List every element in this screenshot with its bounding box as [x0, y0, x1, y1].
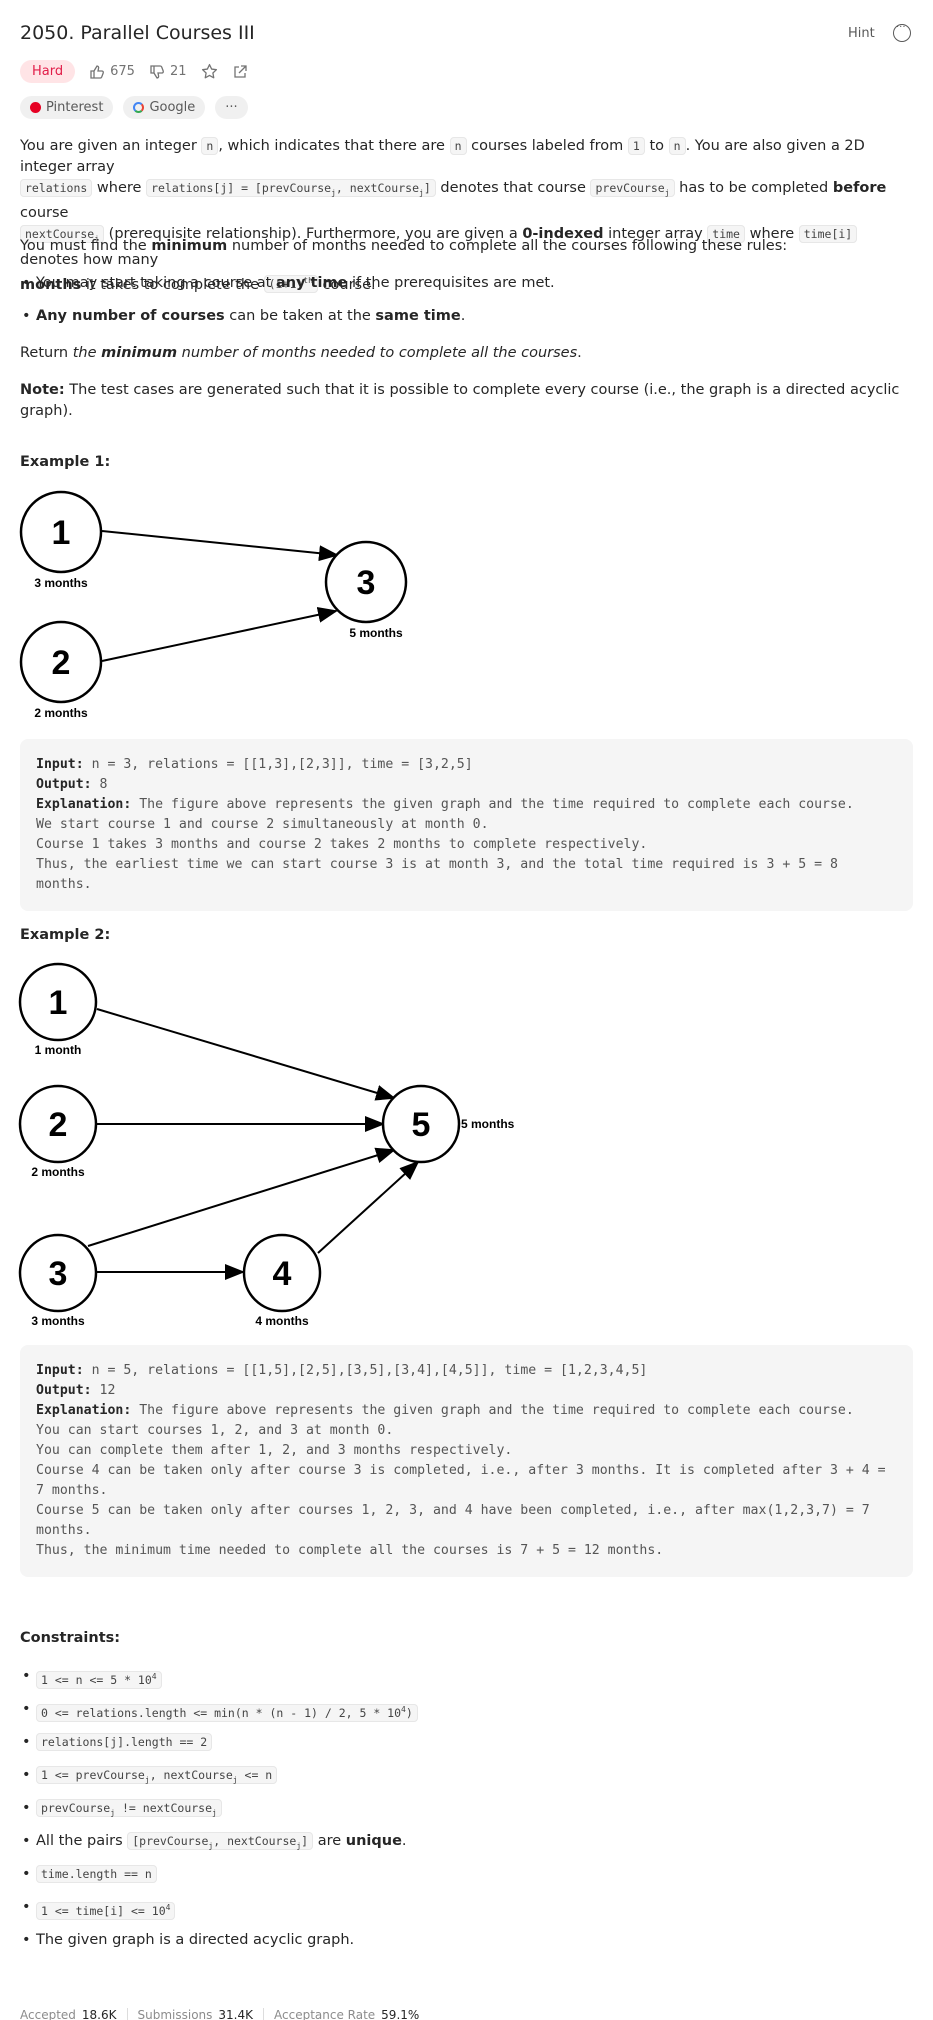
note-paragraph: Note: The test cases are generated such …	[20, 382, 900, 419]
example-2-graph: 1 1 month 2 2 months 3 3 months 4 4 mont…	[18, 962, 515, 1328]
node-4-time: 4 months	[255, 1314, 309, 1328]
constraints-heading: Constraints:	[20, 1630, 121, 1646]
node-1	[18, 962, 98, 1042]
edge-3-5	[87, 1147, 396, 1247]
rule-item: You may start taking a course at any tim…	[22, 273, 555, 294]
node-1-time: 3 months	[34, 576, 88, 590]
like-count: 675	[110, 64, 135, 79]
pinterest-icon	[30, 102, 41, 113]
google-icon	[133, 102, 145, 113]
share-icon	[233, 64, 247, 78]
constraint-item: prevCoursej != nextCoursej	[22, 1798, 222, 1823]
example-2-block: Input: n = 5, relations = [[1,5],[2,5],[…	[20, 1345, 913, 1577]
thumbs-down-icon	[150, 64, 164, 79]
node-3	[18, 1233, 98, 1313]
node-1-label: 1	[49, 984, 68, 1022]
example-1-block: Input: n = 3, relations = [[1,3],[2,3]],…	[20, 739, 913, 911]
description-paragraph-2: You must find the minimum number of mont…	[20, 238, 788, 254]
constraint-item: All the pairs [prevCoursej, nextCoursej]…	[22, 1831, 407, 1856]
node-2-time: 2 months	[31, 1165, 85, 1179]
constraint-item: 0 <= relations.length <= min(n * (n - 1)…	[22, 1699, 418, 1724]
difficulty-badge: Hard	[20, 60, 76, 83]
constraint-item: 1 <= prevCoursej, nextCoursej <= n	[22, 1765, 278, 1790]
company-tags: Pinterest Google ···	[20, 96, 248, 119]
rule-item: Any number of courses can be taken at th…	[22, 306, 465, 327]
edge-2-3	[101, 606, 338, 662]
node-5-label: 5	[412, 1106, 431, 1144]
node-3-time: 3 months	[31, 1314, 85, 1328]
constraint-item: time.length == n	[22, 1864, 157, 1885]
node-2-time: 2 months	[34, 706, 88, 720]
node-1-time: 1 month	[35, 1043, 82, 1057]
problem-meta: Hard 675 21	[20, 59, 248, 84]
like-button[interactable]: 675	[89, 64, 135, 80]
favorite-button[interactable]	[201, 63, 218, 80]
node-2-label: 2	[49, 1106, 68, 1144]
tag-google[interactable]: Google	[123, 96, 206, 119]
example-1-heading: Example 1:	[20, 454, 111, 470]
constraint-item: 1 <= n <= 5 * 104	[22, 1666, 162, 1691]
tag-more[interactable]: ···	[215, 96, 248, 119]
node-2-label: 2	[52, 644, 71, 682]
problem-title: 2050. Parallel Courses III	[20, 22, 255, 44]
constraint-item: relations[j].length == 2	[22, 1732, 213, 1753]
edge-4-5	[317, 1160, 420, 1254]
star-icon	[201, 63, 217, 79]
node-3-label: 3	[357, 564, 376, 602]
node-2	[18, 1084, 98, 1164]
example-1-graph: 1 3 months 2 2 months 3 5 months	[19, 490, 408, 720]
return-paragraph: Return the minimum number of months need…	[20, 345, 582, 361]
node-4-label: 4	[273, 1255, 292, 1293]
constraint-item: The given graph is a directed acyclic gr…	[22, 1930, 354, 1951]
share-button[interactable]	[232, 64, 248, 80]
node-4	[242, 1233, 322, 1313]
node-5	[381, 1084, 461, 1164]
tag-pinterest[interactable]: Pinterest	[20, 96, 114, 119]
node-1	[19, 490, 103, 574]
example-2-heading: Example 2:	[20, 927, 111, 943]
edge-1-5	[96, 1008, 396, 1101]
hint-button[interactable]: Hint	[848, 26, 875, 41]
more-options-icon[interactable]	[893, 22, 911, 42]
thumbs-up-icon	[90, 64, 105, 79]
node-3	[324, 540, 408, 624]
node-3-label: 3	[49, 1255, 68, 1293]
edge-1-3	[101, 530, 339, 562]
constraint-item: 1 <= time[i] <= 104	[22, 1897, 176, 1922]
dislike-button[interactable]: 21	[149, 64, 187, 80]
node-5-time: 5 months	[461, 1117, 515, 1131]
node-1-label: 1	[52, 514, 71, 552]
node-3-time: 5 months	[349, 626, 403, 640]
dislike-count: 21	[169, 64, 187, 79]
description-paragraph: You are given an integer n, which indica…	[20, 137, 887, 294]
node-2	[19, 620, 103, 704]
